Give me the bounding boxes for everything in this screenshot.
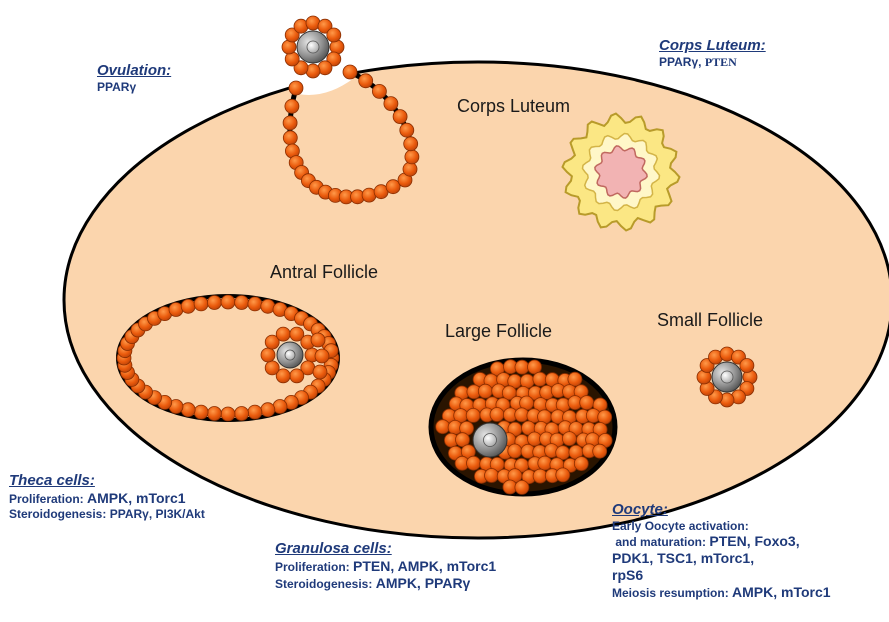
annotation-oocyte-line2-genes: PTEN, Foxo3, <box>709 533 799 549</box>
granulosa-cell <box>384 97 398 111</box>
annotation-corps-luteum-heading: Corps Luteum: <box>659 37 766 55</box>
annotation-granulosa-line1-genes: PTEN, AMPK, mTorc1 <box>353 558 496 574</box>
granulosa-cell <box>436 420 450 434</box>
granulosa-cell <box>207 407 221 421</box>
oocyte-antral <box>277 342 303 368</box>
cumulus-cell <box>313 365 327 379</box>
granulosa-cell <box>194 405 208 419</box>
annotation-theca-heading: Theca cells: <box>9 472 205 490</box>
annotation-granulosa: Granulosa cells: Proliferation: PTEN, AM… <box>275 540 496 592</box>
granulosa-cell <box>404 137 418 151</box>
annotation-granulosa-line2-genes: AMPK, PPARγ <box>376 575 471 591</box>
label-large-follicle: Large Follicle <box>445 321 552 341</box>
granulosa-cell <box>515 360 529 374</box>
annotation-oocyte-line2-label: and maturation: <box>615 535 706 549</box>
granulosa-cell <box>598 410 612 424</box>
annotation-oocyte-line5-label: Meiosis resumption: <box>612 586 729 600</box>
annotation-ovulation: Ovulation: PPARγ <box>97 62 171 94</box>
granulosa-cell <box>273 400 287 414</box>
granulosa-cell <box>466 408 480 422</box>
granulosa-cell <box>221 407 235 421</box>
granulosa-cell <box>221 295 235 309</box>
granulosa-cell <box>283 116 297 130</box>
cumulus-cell <box>265 361 279 375</box>
label-small-follicle: Small Follicle <box>657 310 763 330</box>
granulosa-cell <box>740 359 754 373</box>
granulosa-cell <box>248 405 262 419</box>
annotation-oocyte-line1: Early Oocyte activation: <box>612 519 831 533</box>
granulosa-cell <box>405 150 419 164</box>
annotation-ovulation-genes: PPARγ <box>97 80 171 94</box>
annotation-granulosa-line2-label: Steroidogenesis: <box>275 577 372 591</box>
granulosa-cell <box>478 384 492 398</box>
granulosa-cell <box>574 457 588 471</box>
granulosa-cell <box>283 131 297 145</box>
granulosa-cell <box>289 81 303 95</box>
annotation-corps-luteum: Corps Luteum: PPARγ, PTEN <box>659 37 766 69</box>
granulosa-cell <box>207 296 221 310</box>
annotation-ovulation-heading: Ovulation: <box>97 62 171 80</box>
granulosa-cell <box>490 408 504 422</box>
oocyte-large <box>473 423 507 457</box>
annotation-granulosa-line1-label: Proliferation: <box>275 560 350 574</box>
granulosa-cell <box>248 297 262 311</box>
granulosa-cell <box>580 396 594 410</box>
annotation-oocyte: Oocyte: Early Oocyte activation: and mat… <box>612 501 831 601</box>
granulosa-cell <box>261 299 275 313</box>
annotation-oocyte-line5-genes: AMPK, mTorc1 <box>732 584 831 600</box>
granulosa-cell <box>467 456 481 470</box>
annotation-oocyte-heading: Oocyte: <box>612 501 831 519</box>
cumulus-cell <box>315 349 329 363</box>
annotation-theca-line2-label: Steroidogenesis: <box>9 507 106 521</box>
annotation-theca-line1-genes: AMPK, mTorc1 <box>87 490 186 506</box>
granulosa-cell <box>169 303 183 317</box>
granulosa-cell <box>359 74 373 88</box>
annotation-granulosa-heading: Granulosa cells: <box>275 540 496 558</box>
granulosa-cell <box>261 403 275 417</box>
granulosa-cell <box>235 296 249 310</box>
cumulus-cell <box>327 28 341 42</box>
granulosa-cell <box>485 469 499 483</box>
granulosa-cell <box>235 407 249 421</box>
cumulus-cell <box>290 369 304 383</box>
oocyte-released <box>297 31 329 63</box>
annotation-theca-line2-genes: PPARγ, PI3K/Akt <box>110 507 205 521</box>
granulosa-cell <box>562 432 576 446</box>
granulosa-cell <box>593 444 607 458</box>
oocyte-small <box>712 362 742 392</box>
granulosa-cell <box>556 468 570 482</box>
label-antral-follicle: Antral Follicle <box>270 262 378 282</box>
granulosa-cell <box>533 372 547 386</box>
cumulus-cell <box>276 327 290 341</box>
granulosa-cell <box>400 123 414 137</box>
annotation-corps-luteum-genes-b: PTEN <box>705 55 737 69</box>
annotation-theca: Theca cells: Proliferation: AMPK, mTorc1… <box>9 472 205 521</box>
cumulus-cell <box>311 333 325 347</box>
granulosa-cell <box>372 84 386 98</box>
cumulus-cell <box>261 348 275 362</box>
granulosa-cell <box>343 65 357 79</box>
granulosa-cell <box>194 297 208 311</box>
granulosa-cell <box>393 110 407 124</box>
annotation-corps-luteum-genes-a: PPARγ, <box>659 55 701 69</box>
granulosa-cell <box>181 403 195 417</box>
granulosa-cell <box>403 162 417 176</box>
granulosa-cell <box>508 444 522 458</box>
granulosa-cell <box>568 372 582 386</box>
label-corps-luteum: Corps Luteum <box>457 96 570 116</box>
granulosa-cell <box>515 480 529 494</box>
granulosa-cell <box>181 299 195 313</box>
annotation-oocyte-line3: PDK1, TSC1, mTorc1, <box>612 550 831 567</box>
annotation-theca-line1-label: Proliferation: <box>9 492 84 506</box>
granulosa-cell <box>285 99 299 113</box>
annotation-oocyte-line4: rpS6 <box>612 567 831 584</box>
